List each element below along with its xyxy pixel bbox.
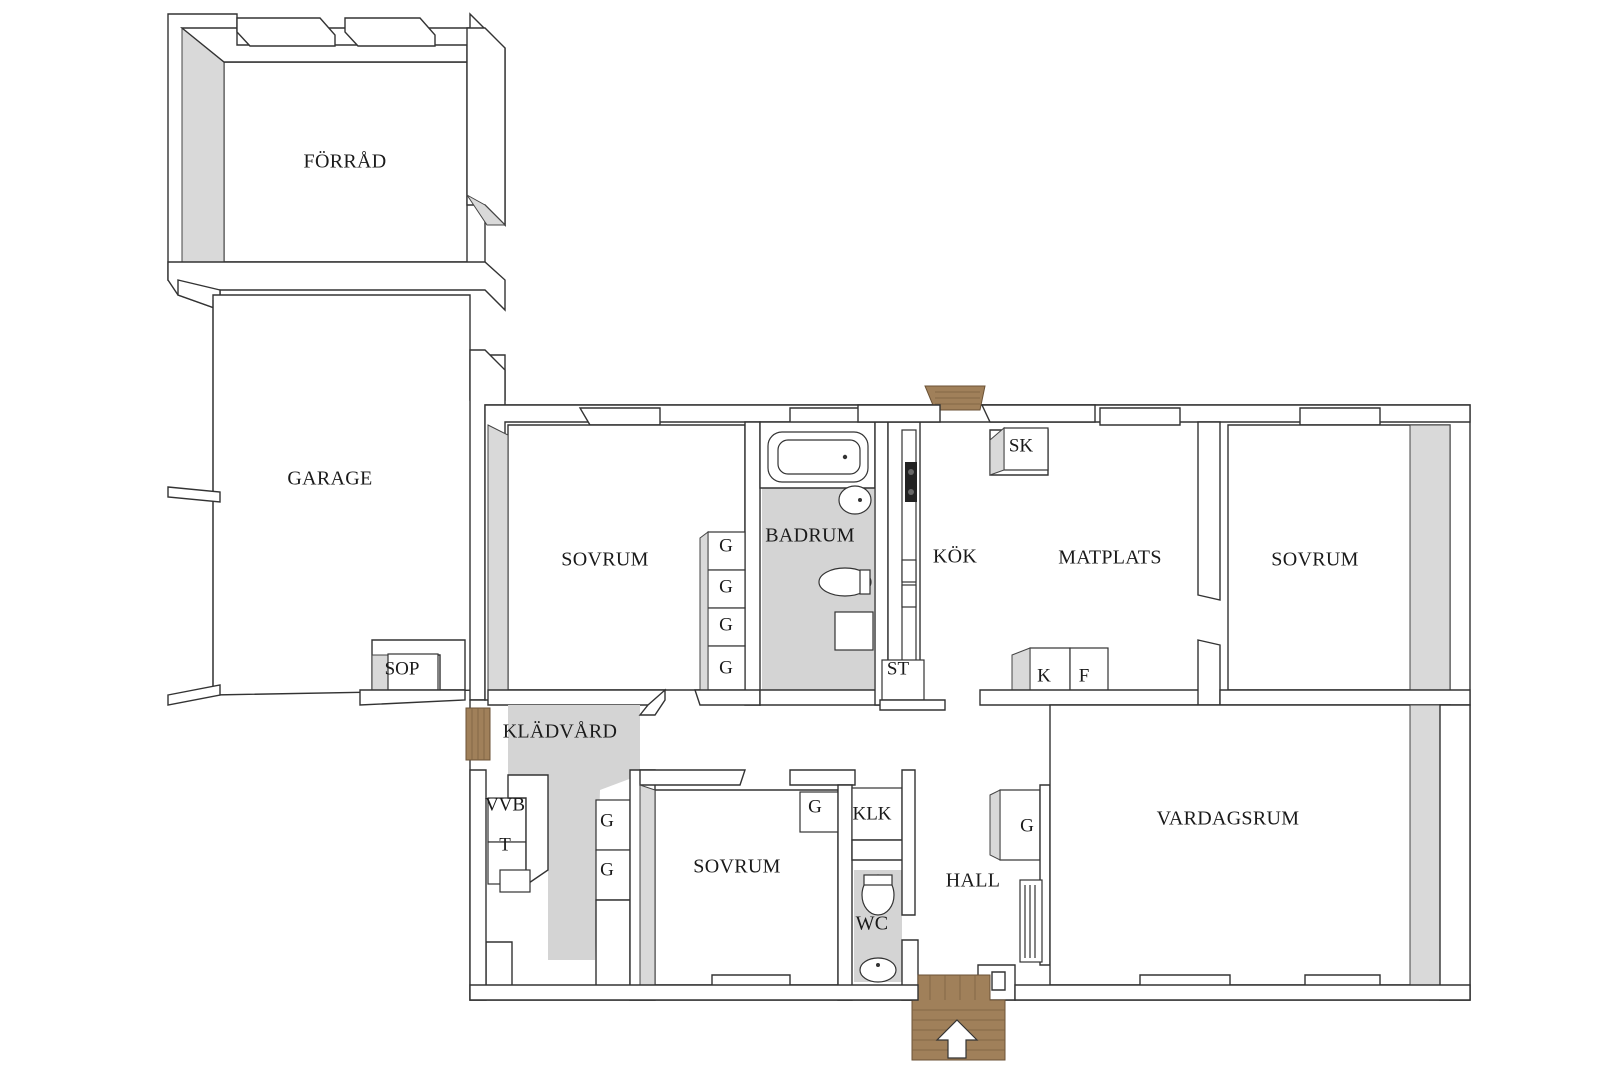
room-label-wc: WC [856, 913, 889, 935]
wardrobe-label: G [719, 657, 733, 678]
toilet [818, 567, 872, 597]
living-room [1014, 704, 1471, 1001]
room-label-kladvard: KLÄDVÅRD [503, 720, 618, 743]
house-bottom-wall [469, 984, 919, 1001]
storage-room [167, 12, 507, 312]
stove [905, 462, 917, 502]
fixture-label-klk: KLK [852, 803, 891, 824]
wall-sovrum1-bottom [487, 689, 667, 706]
wardrobe-label: G [600, 859, 614, 880]
wardrobe-label: G [719, 614, 733, 635]
fixture-label-t: T [499, 834, 511, 855]
wardrobe-label: G [1020, 815, 1034, 836]
bedroom-1 [487, 424, 746, 701]
arrow-up-icon [935, 1019, 979, 1059]
fixture-label-vvb: VVB [485, 794, 525, 815]
bathroom [759, 421, 889, 706]
room-label-sovrum-3: SOVRUM [693, 856, 780, 878]
bedroom-3 [639, 769, 856, 1001]
radiator [1019, 879, 1043, 963]
room-label-sovrum-2: SOVRUM [1271, 549, 1358, 571]
room-label-badrum: BADRUM [765, 525, 855, 547]
wardrobe-label: G [600, 810, 614, 831]
room-label-forrad: FÖRRÅD [304, 150, 387, 173]
room-label-hall: HALL [946, 870, 1001, 892]
room-label-kok: KÖK [933, 545, 977, 568]
wardrobe-label: G [719, 576, 733, 597]
wardrobe-label: G [719, 535, 733, 556]
room-label-garage: GARAGE [287, 468, 372, 490]
garage-room [167, 294, 506, 706]
wall-sovrum-badrum [744, 421, 761, 706]
dining-area [979, 421, 1221, 706]
fixture-label-sop: SOP [385, 658, 420, 679]
fixture-label-st: ST [887, 658, 910, 679]
wc-sink [859, 957, 897, 983]
closet-and-wc [851, 769, 919, 1001]
kitchen [857, 385, 1096, 711]
wardrobe-column [699, 531, 746, 696]
sink [838, 485, 872, 515]
fixture-label-f: F [1079, 665, 1090, 686]
wardrobe-label: G [808, 796, 822, 817]
top-windows [578, 407, 1381, 426]
room-label-vardagsrum: VARDAGSRUM [1157, 808, 1300, 830]
room-label-matplats: MATPLATS [1058, 547, 1162, 569]
fixture-label-k: K [1037, 665, 1051, 686]
hall [977, 784, 1051, 1001]
fixture-label-sk: SK [1009, 435, 1034, 456]
room-label-sovrum-1: SOVRUM [561, 549, 648, 571]
